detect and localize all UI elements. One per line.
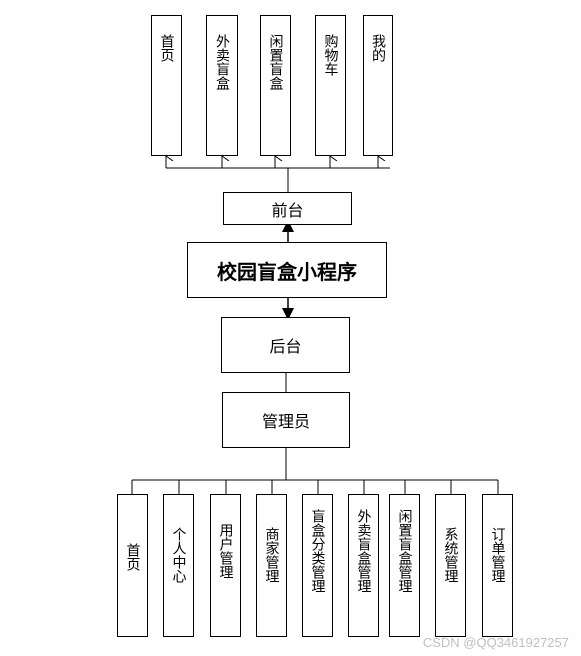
front-module-idle-box: 闲置盲盒 <box>260 15 291 156</box>
front-module-takeout-box: 外卖盲盒 <box>206 15 238 156</box>
front-module-label: 首页 <box>158 34 175 62</box>
front-module-label: 外卖盲盒 <box>214 34 230 90</box>
admin-module-label: 系统管理 <box>442 527 459 583</box>
front-module-label: 我的 <box>370 34 386 62</box>
frontend-label: 前台 <box>271 200 304 220</box>
front-module-label: 闲置盲盒 <box>267 34 284 90</box>
admin-module-home: 首页 <box>117 494 148 637</box>
admin-module-idle-mgmt: 闲置盲盒管理 <box>389 494 420 637</box>
frontend-box: 前台 <box>223 192 352 225</box>
front-module-mine: 我的 <box>363 15 393 156</box>
front-module-label: 购物车 <box>322 34 339 76</box>
front-module-cart: 购物车 <box>315 15 346 156</box>
admin-module-label: 闲置盲盒管理 <box>396 509 413 593</box>
system-box: 校园盲盒小程序 <box>187 242 387 298</box>
admin-module-personal-center: 个人中心 <box>163 494 194 637</box>
admin-label: 管理员 <box>261 412 310 431</box>
backend-label: 后台 <box>269 337 302 356</box>
admin-module-user-mgmt: 用户管理 <box>210 494 241 637</box>
admin-module-label: 订单管理 <box>489 527 506 583</box>
admin-module-label: 首页 <box>124 543 141 571</box>
admin-module-label: 用户管理 <box>217 523 234 579</box>
admin-module-system-mgmt: 系统管理 <box>435 494 466 637</box>
admin-module-merchant-mgmt: 商家管理 <box>256 494 287 637</box>
admin-module-label: 个人中心 <box>170 527 187 583</box>
system-title: 校园盲盒小程序 <box>217 259 357 284</box>
front-module-home: 首页 <box>151 15 182 156</box>
backend-box: 后台 <box>221 317 350 373</box>
admin-box: 管理员 <box>222 392 350 448</box>
admin-module-label: 商家管理 <box>263 527 280 583</box>
admin-tree-lines <box>131 448 499 494</box>
front-tree-lines <box>166 156 390 192</box>
admin-module-order-mgmt: 订单管理 <box>482 494 513 637</box>
admin-module-takeout-mgmt: 外卖盲盒管理 <box>348 494 379 637</box>
watermark: CSDN @QQ3461927257 <box>422 635 569 650</box>
admin-module-category-mgmt: 盲盒分类管理 <box>302 494 333 637</box>
admin-module-label: 盲盒分类管理 <box>309 509 326 593</box>
admin-module-label: 外卖盲盒管理 <box>355 509 372 593</box>
